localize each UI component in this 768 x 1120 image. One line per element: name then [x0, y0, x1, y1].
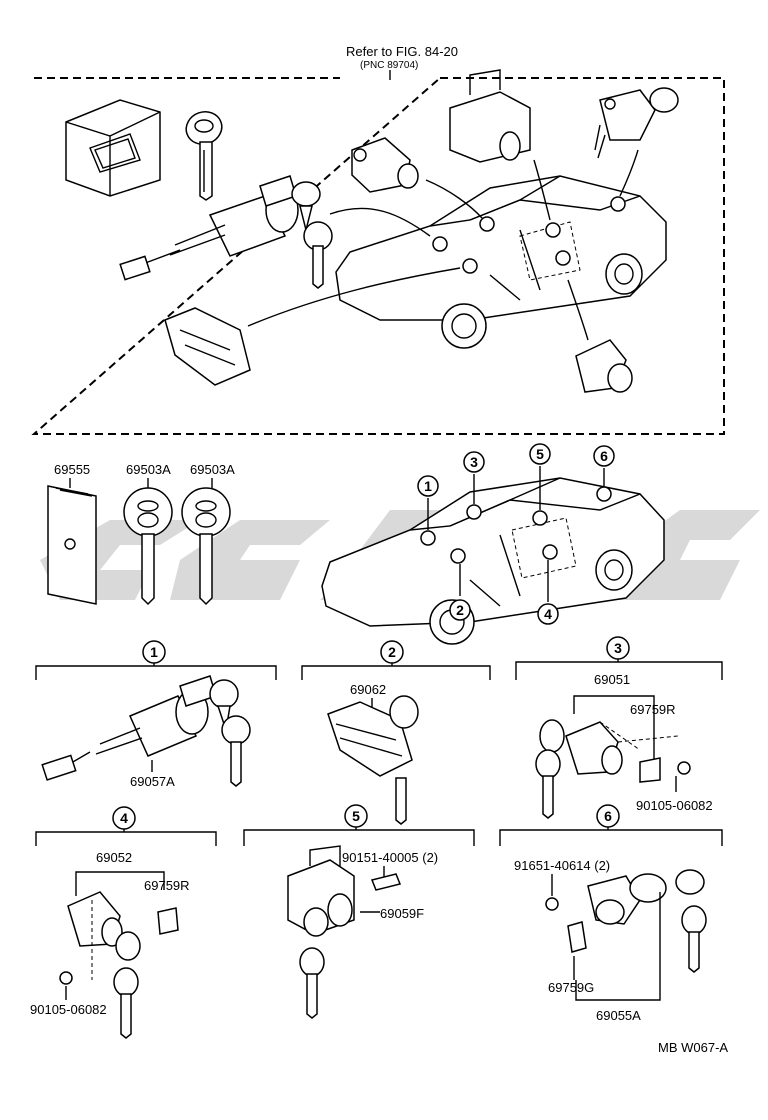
- callout-circle-4: [537, 603, 559, 625]
- callout-5: 5: [536, 446, 544, 462]
- callout-3: 3: [470, 454, 478, 470]
- part-number-69503a-2: 69503A: [190, 462, 235, 477]
- key-illustration-1: [123, 487, 173, 606]
- part-number-90105-06082-g4: 90105-06082: [30, 1002, 107, 1017]
- callout-circle-6: [593, 445, 615, 467]
- trunk-lock-illustration-box: [594, 87, 679, 159]
- callout-circle-2: [449, 599, 471, 621]
- group-3: 3 69051 69759R 90105-06082: [515, 636, 723, 819]
- group-6-number: 6: [604, 808, 612, 824]
- group-1-number: 1: [150, 644, 158, 660]
- callout-circle-5: [529, 443, 551, 465]
- car-illustration-top: [335, 175, 667, 349]
- callout-4: 4: [544, 606, 552, 622]
- key-illustration-2: [181, 487, 231, 606]
- key-illustration-top: [185, 111, 223, 201]
- part-number-69057a: 69057A: [130, 774, 175, 789]
- callout-circle-3: [463, 451, 485, 473]
- part-number-69759g: 69759G: [548, 980, 594, 995]
- pnc-text: (PNC 89704): [360, 60, 418, 71]
- key-plate-illustration: [47, 485, 97, 605]
- door-lock-illustration-box-bottom: [575, 339, 633, 393]
- location-arrows: [247, 149, 639, 341]
- group-5: 5 90151-40005 (2) 69059F: [243, 804, 475, 1019]
- door-lock-illustration-box-left: [351, 137, 419, 193]
- part-number-69055a: 69055A: [596, 1008, 641, 1023]
- group-2-number: 2: [388, 644, 396, 660]
- part-number-69052: 69052: [96, 850, 132, 865]
- ignition-cylinder-illustration: [119, 175, 333, 289]
- location-callouts: 1 2 3 4 5 6: [417, 443, 615, 625]
- callout-circle-1: [417, 475, 439, 497]
- group-1: 1 69057A: [35, 640, 277, 789]
- part-number-69759r-g4: 69759R: [144, 878, 190, 893]
- callout-2: 2: [456, 602, 464, 618]
- callout-1: 1: [424, 478, 432, 494]
- group-5-number: 5: [352, 808, 360, 824]
- glove-box-lock-illustration: [449, 69, 531, 163]
- key-set-dashed-frame: [31, 77, 725, 435]
- group-4: 4 69052 69759R 90105-06082: [30, 806, 217, 1039]
- refer-figure-text: Refer to FIG. 84-20: [346, 44, 458, 59]
- control-module-illustration: [65, 99, 161, 197]
- part-number-69759r-g3: 69759R: [630, 702, 676, 717]
- hood-lock-illustration: [164, 307, 251, 386]
- part-number-90105-06082-g3: 90105-06082: [636, 798, 713, 813]
- group-3-number: 3: [614, 640, 622, 656]
- part-number-69503a-1: 69503A: [126, 462, 171, 477]
- group-6: 6 91651-40614 (2) 69759G 69055A: [499, 804, 723, 1023]
- callout-6: 6: [600, 448, 608, 464]
- part-number-69051: 69051: [594, 672, 630, 687]
- car-illustration-middle: [321, 477, 665, 645]
- part-number-69062: 69062: [350, 682, 386, 697]
- part-number-91651-40614: 91651-40614 (2): [514, 858, 610, 873]
- part-number-90151-40005: 90151-40005 (2): [342, 850, 438, 865]
- part-number-69555: 69555: [54, 462, 90, 477]
- diagram-code: MB W067-A: [658, 1040, 728, 1055]
- group-4-number: 4: [120, 810, 128, 826]
- group-2: 2 69062: [301, 640, 491, 825]
- part-number-69059f: 69059F: [380, 906, 424, 921]
